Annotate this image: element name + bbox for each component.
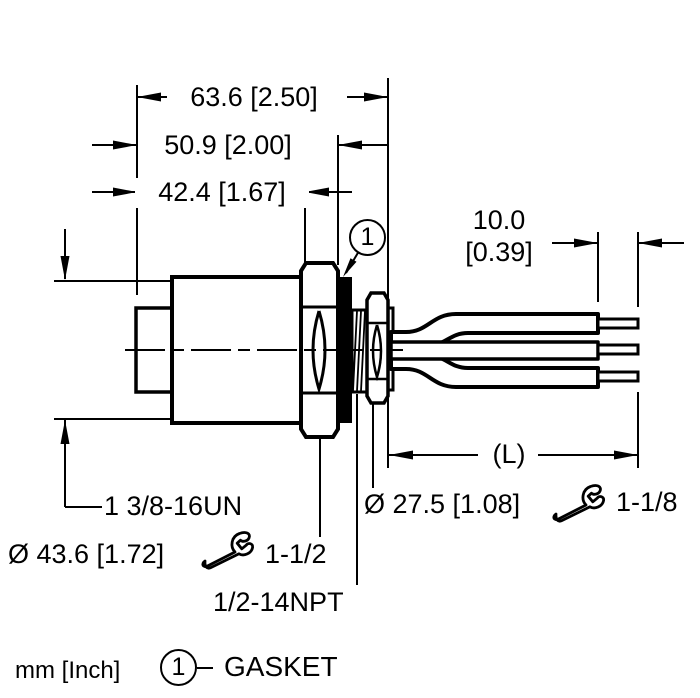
- wires: [389, 312, 600, 389]
- units-note: mm [Inch]: [13, 657, 123, 685]
- dim-cable-length: (L): [480, 439, 538, 470]
- hex-nut-small: [365, 291, 390, 405]
- gasket-legend-label: GASKET: [222, 651, 340, 683]
- dim-lead-length-inch: [0.39]: [465, 237, 533, 267]
- label-wrench-flange: 1-1/8: [616, 487, 678, 517]
- label-mounting-thread: 1 3/8-16UN: [102, 491, 245, 522]
- arrowheads: [60, 92, 662, 460]
- dim-body-length: 42.4 [1.67]: [135, 177, 309, 208]
- wrench-icon-body: [201, 531, 255, 570]
- dim-to-gasket-length: 50.9 [2.00]: [141, 130, 315, 161]
- hex-nut-large-faces: [301, 305, 338, 395]
- dim-lead-length-mm: 10.0: [472, 205, 526, 235]
- lead-bottom: [596, 370, 640, 383]
- hex-nut-large-arc: [311, 310, 327, 395]
- gasket-legend-number: 1: [171, 653, 186, 681]
- wrench-icon-flange: [552, 484, 606, 523]
- lead-top: [596, 317, 640, 330]
- wire-leads: [596, 317, 640, 383]
- lead-middle: [596, 343, 640, 356]
- dim-overall-length: 63.6 [2.50]: [167, 82, 341, 113]
- label-wrench-body: 1-1/2: [265, 539, 327, 569]
- dim-flange-diameter: Ø 27.5 [1.08]: [364, 489, 521, 519]
- gasket-legend-balloon: 1: [160, 649, 197, 686]
- label-conduit-thread: 1/2-14NPT: [211, 587, 346, 618]
- wire-middle: [389, 340, 600, 361]
- gasket-callout-balloon: 1: [349, 219, 386, 256]
- dim-body-diameter: Ø 43.6 [1.72]: [8, 539, 165, 569]
- hex-nut-small-arc: [371, 324, 383, 382]
- gasket-callout-number: 1: [360, 223, 375, 251]
